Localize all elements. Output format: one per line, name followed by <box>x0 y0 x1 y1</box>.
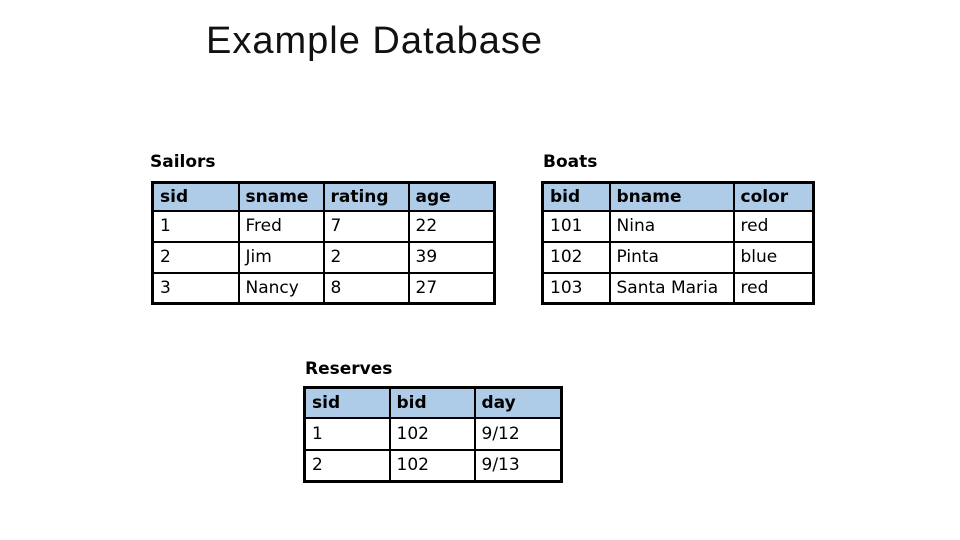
column-header: age <box>407 181 496 212</box>
boats-table-label: Boats <box>543 152 598 172</box>
reserves-table-label: Reserves <box>305 359 393 379</box>
table-cell: 9/13 <box>473 448 563 483</box>
table-cell: Fred <box>237 209 325 243</box>
table-cell: Nina <box>608 209 735 243</box>
table-cell: red <box>732 209 815 243</box>
column-header: bid <box>541 181 611 212</box>
table-cell: 1 <box>151 209 240 243</box>
table-cell: 22 <box>407 209 496 243</box>
sailors-table-label: Sailors <box>150 152 216 172</box>
table-cell: 101 <box>541 209 611 243</box>
table-cell: blue <box>732 240 815 274</box>
table-cell: 102 <box>541 240 611 274</box>
column-header: day <box>473 386 563 419</box>
column-header: sid <box>151 181 240 212</box>
table-cell: Nancy <box>237 271 325 305</box>
table-cell: 27 <box>407 271 496 305</box>
table-cell: 102 <box>388 416 476 451</box>
table-cell: 8 <box>322 271 410 305</box>
column-header: bid <box>388 386 476 419</box>
table-cell: red <box>732 271 815 305</box>
table-cell: 9/12 <box>473 416 563 451</box>
column-header: sname <box>237 181 325 212</box>
table-cell: 39 <box>407 240 496 274</box>
table-cell: 103 <box>541 271 611 305</box>
table-cell: 2 <box>151 240 240 274</box>
table-cell: 1 <box>303 416 391 451</box>
column-header: color <box>732 181 815 212</box>
column-header: sid <box>303 386 391 419</box>
table-cell: 7 <box>322 209 410 243</box>
table-cell: 3 <box>151 271 240 305</box>
table-cell: 2 <box>303 448 391 483</box>
table-cell: Jim <box>237 240 325 274</box>
slide-title: Example Database <box>206 20 544 62</box>
table-cell: 102 <box>388 448 476 483</box>
table-cell: Santa Maria <box>608 271 735 305</box>
column-header: bname <box>608 181 735 212</box>
table-cell: Pinta <box>608 240 735 274</box>
table-cell: 2 <box>322 240 410 274</box>
column-header: rating <box>322 181 410 212</box>
